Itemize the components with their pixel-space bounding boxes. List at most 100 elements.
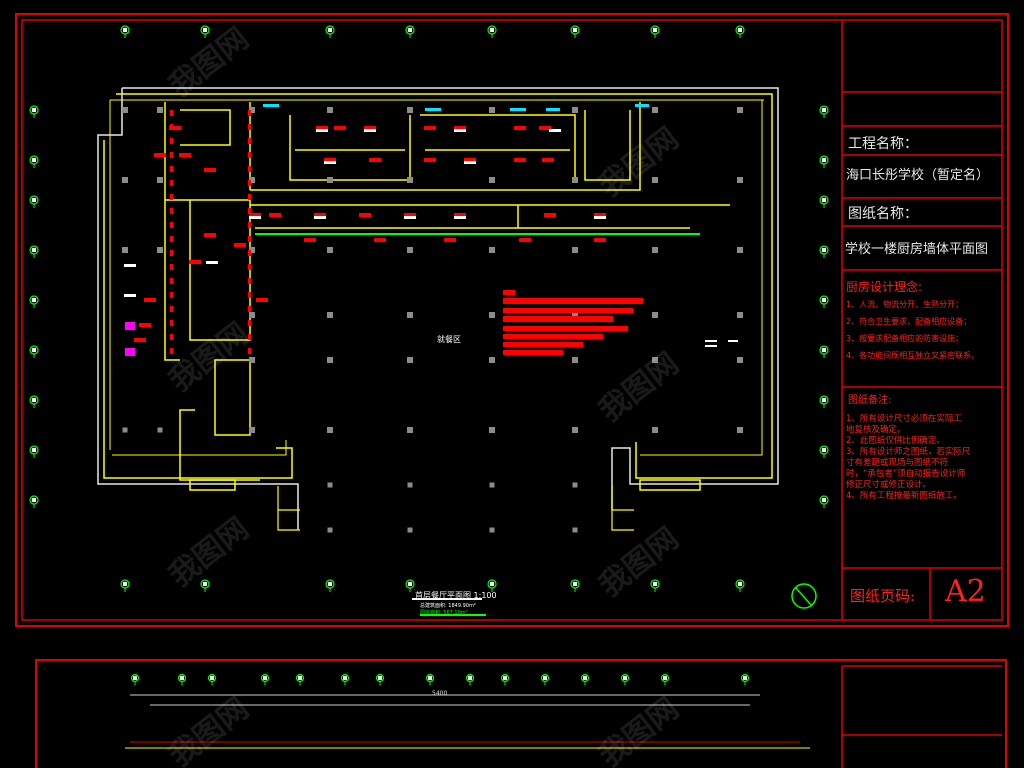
equipment-mark <box>404 213 416 217</box>
axis-bubble <box>500 673 510 686</box>
list-item: 修正尺寸或修正设计。 <box>846 480 932 490</box>
design-concept-title: 厨房设计理念: <box>846 280 923 294</box>
column-mark <box>652 247 658 253</box>
axis-bubble <box>177 673 187 686</box>
drawing-notes-title: 图纸备注: <box>848 395 892 406</box>
equipment-mark <box>542 158 554 162</box>
equipment-mark <box>144 298 156 302</box>
axis-bubble <box>29 295 39 308</box>
equipment-mark <box>189 260 201 264</box>
bottom-axis-bubbles <box>130 673 750 686</box>
column-mark <box>327 527 333 533</box>
axis-bubble <box>819 495 829 508</box>
label-mark <box>364 129 376 132</box>
equipment-mark <box>364 126 376 130</box>
column-mark <box>249 247 255 253</box>
axis-bubble <box>465 673 475 686</box>
axis-bubble <box>200 25 210 38</box>
column-mark <box>489 312 495 318</box>
wall-hatch <box>170 292 173 298</box>
wall-hatch <box>248 278 251 284</box>
axis-bubble <box>819 245 829 258</box>
axis-bubble <box>130 673 140 686</box>
list-item: 4、各功能间既相互独立又紧密联系。 <box>846 351 980 360</box>
cyan-fixtures <box>263 104 649 111</box>
list-item: 地复核及确定。 <box>846 425 906 435</box>
watermark-text: 我图网 <box>163 21 255 104</box>
equipment-mark <box>314 213 326 217</box>
column-mark <box>157 247 163 253</box>
equipment-mark <box>204 233 216 237</box>
equipment-mark <box>594 213 606 217</box>
column-mark <box>572 527 578 533</box>
equipment-mark <box>594 238 606 242</box>
column-mark <box>407 427 413 433</box>
axis-bubble <box>405 25 415 38</box>
wall-hatch <box>248 306 251 312</box>
wall-hatch <box>248 348 251 354</box>
column-mark <box>652 107 658 113</box>
wall-hatch <box>170 124 173 130</box>
equipment-mark <box>374 238 386 242</box>
axis-bubble <box>819 445 829 458</box>
column-mark <box>327 427 333 433</box>
column-mark <box>249 107 255 113</box>
column-mark <box>249 357 255 363</box>
equipment-mark <box>424 126 436 130</box>
list-item: 3、按要求配备相应的防害设施； <box>846 334 964 343</box>
column-mark <box>489 247 495 253</box>
axis-bubble <box>650 25 660 38</box>
label-mark <box>404 216 416 219</box>
equipment-mark <box>179 153 191 157</box>
column-mark <box>489 357 495 363</box>
plan-caption-underline <box>412 598 486 616</box>
page-number-label: 图纸页码: <box>850 587 916 605</box>
axis-bubble <box>819 345 829 358</box>
wall-hatch <box>170 264 173 270</box>
axis-bubble <box>405 579 415 592</box>
axis-bubble <box>819 195 829 208</box>
equipment-mark <box>444 238 456 242</box>
page-number: A2 <box>945 574 986 609</box>
column-mark <box>327 312 333 318</box>
wall-hatch <box>248 236 251 242</box>
axis-bubble <box>29 105 39 118</box>
wall-hatch <box>170 278 173 284</box>
axis-bubble <box>207 673 217 686</box>
stair-lines <box>277 486 634 531</box>
wall-hatch <box>248 110 251 116</box>
axis-bubble <box>660 673 670 686</box>
column-mark <box>652 177 658 183</box>
equipment-mark <box>139 323 151 327</box>
column-mark <box>249 177 255 183</box>
axis-bubble <box>295 673 305 686</box>
wall-hatch <box>248 138 251 144</box>
column-mark <box>327 247 333 253</box>
column-mark <box>489 482 495 488</box>
axis-bubble <box>487 579 497 592</box>
column-mark <box>737 107 743 113</box>
column-mark <box>407 107 413 113</box>
equipment-mark <box>514 126 526 130</box>
wall-hatch <box>170 348 173 354</box>
label-mark <box>124 294 136 297</box>
equipment-mark <box>324 158 336 162</box>
building-outline <box>97 87 779 530</box>
drawing-name-label: 图纸名称： <box>848 206 918 222</box>
label-mark <box>549 129 561 132</box>
column-mark <box>407 312 413 318</box>
column-mark <box>572 357 578 363</box>
column-mark <box>737 247 743 253</box>
wall-hatch <box>170 138 173 144</box>
wall-hatch <box>248 166 251 172</box>
equipment-mark <box>249 213 261 217</box>
drawing-name: 学校一楼厨房墙体平面图 <box>845 242 989 257</box>
column-mark <box>489 527 495 533</box>
wall-hatch <box>170 208 173 214</box>
axis-bubble <box>260 673 270 686</box>
wall-hatch <box>170 236 173 242</box>
axis-bubble <box>819 105 829 118</box>
dimension-text: 5400 <box>432 690 448 697</box>
column-mark <box>122 177 128 183</box>
